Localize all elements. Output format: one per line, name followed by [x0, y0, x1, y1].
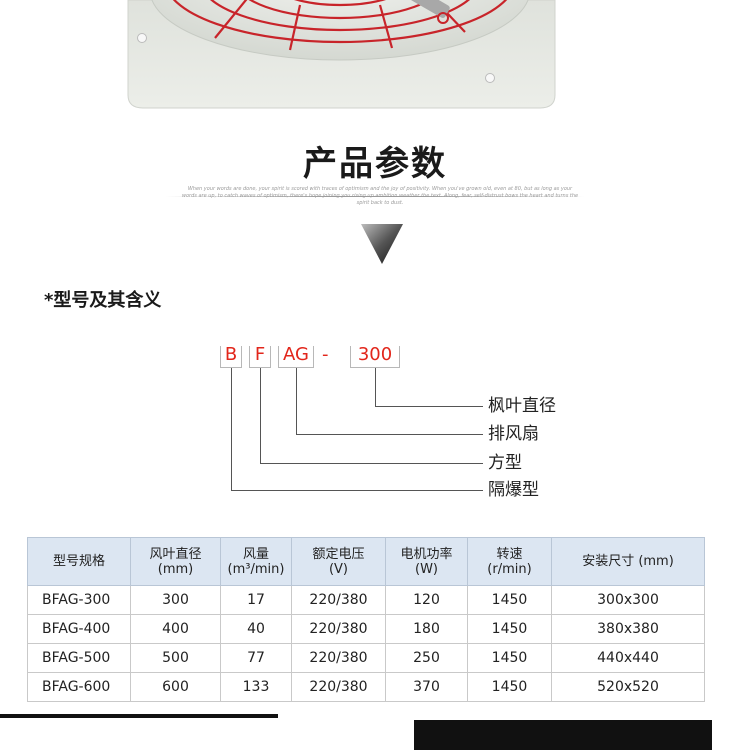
table-cell: 120 — [385, 585, 468, 615]
model-meaning-title: *型号及其含义 — [44, 290, 162, 311]
header-model: 型号规格 — [27, 537, 131, 586]
section-heading: 产品参数 — [303, 144, 447, 184]
code-letter-ag: AG — [283, 344, 309, 365]
header-voltage: 额定电压(V) — [291, 537, 386, 586]
meaning-exhaust-fan: 排风扇 — [488, 424, 539, 444]
table-row: BFAG-300 300 17 220/380 120 1450 300x300 — [27, 585, 705, 615]
table-cell: 600 — [130, 672, 221, 702]
meaning-square-type: 方型 — [488, 453, 522, 473]
code-box-b — [220, 346, 242, 368]
table-cell: 220/380 — [291, 672, 386, 702]
table-cell: 520x520 — [551, 672, 705, 702]
table-row: BFAG-500 500 77 220/380 250 1450 440x440 — [27, 643, 705, 673]
connector-line — [231, 490, 483, 491]
header-airflow: 风量(m³/min) — [220, 537, 292, 586]
table-cell: BFAG-400 — [27, 614, 131, 644]
table-cell: BFAG-300 — [27, 585, 131, 615]
connector-line — [260, 368, 261, 463]
table-cell: 220/380 — [291, 643, 386, 673]
table-cell: 380x380 — [551, 614, 705, 644]
table-cell: 400 — [130, 614, 221, 644]
connector-line — [296, 434, 483, 435]
code-number-300: 300 — [357, 344, 393, 365]
code-box-ag — [278, 346, 314, 368]
table-row: BFAG-600 600 133 220/380 370 1450 520x52… — [27, 672, 705, 702]
connector-line — [260, 463, 483, 464]
table-cell: 220/380 — [291, 585, 386, 615]
code-letter-b: B — [224, 344, 238, 365]
table-cell: 370 — [385, 672, 468, 702]
bottom-divider-bar — [0, 714, 278, 718]
table-cell: 1450 — [467, 585, 552, 615]
connector-line — [375, 368, 376, 406]
header-blade-diameter: 风叶直径(mm) — [130, 537, 221, 586]
table-cell: 40 — [220, 614, 292, 644]
header-speed: 转速(r/min) — [467, 537, 552, 586]
connector-line — [296, 368, 297, 434]
table-cell: 17 — [220, 585, 292, 615]
fan-product-image — [0, 0, 750, 120]
bottom-dark-block — [414, 720, 712, 750]
table-cell: 1450 — [467, 672, 552, 702]
connector-line — [375, 406, 483, 407]
connector-line — [231, 368, 232, 490]
table-cell: 300x300 — [551, 585, 705, 615]
code-box-f — [249, 346, 271, 368]
table-header-row: 型号规格 风叶直径(mm) 风量(m³/min) 额定电压(V) 电机功率(W)… — [27, 537, 705, 586]
table-cell: BFAG-600 — [27, 672, 131, 702]
table-cell: 440x440 — [551, 643, 705, 673]
table-cell: 1450 — [467, 643, 552, 673]
code-dash: - — [322, 344, 329, 365]
parameter-table: 型号规格 风叶直径(mm) 风量(m³/min) 额定电压(V) 电机功率(W)… — [27, 537, 705, 702]
table-cell: 300 — [130, 585, 221, 615]
meaning-explosion-proof: 隔爆型 — [488, 480, 539, 500]
meaning-blade-diameter: 枫叶直径 — [488, 396, 556, 416]
table-cell: 500 — [130, 643, 221, 673]
code-box-300 — [350, 346, 400, 368]
table-row: BFAG-400 400 40 220/380 180 1450 380x380 — [27, 614, 705, 644]
table-cell: BFAG-500 — [27, 643, 131, 673]
heading-divider — [165, 196, 585, 197]
header-power: 电机功率(W) — [385, 537, 468, 586]
table-cell: 1450 — [467, 614, 552, 644]
table-cell: 133 — [220, 672, 292, 702]
code-letter-f: F — [254, 344, 266, 365]
header-install-size: 安装尺寸 (mm) — [551, 537, 705, 586]
chevron-down-icon — [361, 224, 403, 264]
table-cell: 220/380 — [291, 614, 386, 644]
table-cell: 77 — [220, 643, 292, 673]
table-cell: 180 — [385, 614, 468, 644]
table-cell: 250 — [385, 643, 468, 673]
